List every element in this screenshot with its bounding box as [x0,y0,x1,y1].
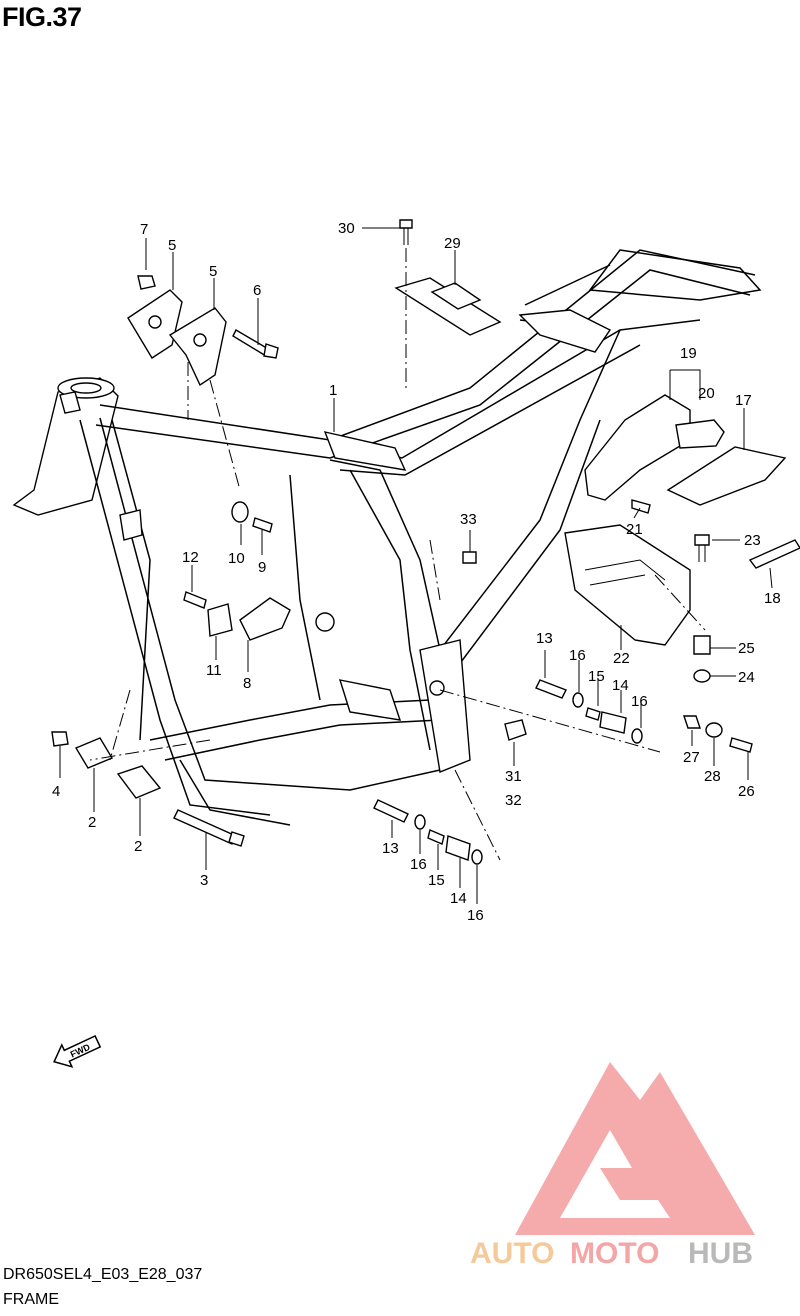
bracket-2a [74,737,114,769]
callout-22: 22 [613,650,630,667]
callout-11: 11 [206,662,222,679]
watermark-text-auto: AUTO [470,1237,554,1270]
spacer-15a [585,707,601,721]
washer-16b [631,728,643,744]
callout-4: 4 [52,783,60,800]
callout-27: 27 [683,749,700,766]
callout-23: 23 [744,532,761,549]
nut-7 [137,275,156,290]
callout-6: 6 [253,282,261,299]
callout-19: 19 [680,345,697,362]
steering-head-bore [70,382,102,394]
main-frame [12,249,762,826]
callout-31: 31 [505,768,522,785]
cap-31 [504,719,527,741]
mud-guard-19 [584,394,691,501]
callout-28: 28 [704,768,721,785]
callout-18: 18 [764,590,781,607]
chain-guard-22 [564,524,691,646]
screw-12 [183,591,207,609]
callout-labels: 7 5 5 6 30 29 1 19 20 17 21 23 18 33 10 … [52,220,781,924]
callout-15: 15 [428,872,445,889]
callout-5: 5 [209,263,217,280]
callout-33: 33 [460,511,477,528]
pivot-plate [419,639,471,773]
plate-17 [666,446,787,506]
forward-arrow-icon: FWD [53,1035,102,1068]
callout-2: 2 [88,814,96,831]
bolt-26 [729,737,753,753]
bolt-9 [252,517,273,533]
frame-gusset [323,431,407,471]
bracket-29 [394,277,502,336]
callout-14: 14 [450,890,467,907]
callout-24: 24 [738,669,755,686]
spacer-15b [427,829,445,845]
callout-9: 9 [258,559,266,576]
bush-14b [445,835,471,861]
callout-8: 8 [243,675,251,692]
engine-mount-bracket-5b [168,307,227,387]
pivot-hole [429,680,445,696]
figure-title: FIG.37 [2,2,82,32]
washer-16d [471,849,483,865]
callout-32: 32 [505,792,522,809]
callout-13: 13 [536,630,553,647]
callout-16: 16 [410,856,427,873]
watermark-triangle [515,1062,755,1235]
callout-3: 3 [200,872,208,889]
callout-5: 5 [168,237,176,254]
callout-14: 14 [612,677,629,694]
callout-20: 20 [698,385,715,402]
callout-2: 2 [134,838,142,855]
callout-21: 21 [626,521,643,538]
bolt-23 [694,534,710,546]
nut-4 [51,731,69,747]
callout-15: 15 [588,668,605,685]
bolt-13b [373,799,409,823]
rear-bridge-plate [518,309,612,353]
callout-26: 26 [738,783,755,800]
bolt-13a [535,679,567,699]
cushion-28 [705,722,723,738]
callout-13: 13 [382,840,399,857]
callout-12: 12 [182,549,199,566]
washer-16a [572,692,584,708]
screw-21 [631,499,651,514]
bracket-8 [239,597,291,641]
callout-29: 29 [444,235,461,252]
callout-10: 10 [228,550,245,567]
nut-24 [693,669,711,683]
clamp-11 [207,603,233,637]
callout-16: 16 [569,647,586,664]
cushion-25 [693,635,711,655]
callout-7: 7 [140,221,148,238]
nut-33 [462,551,477,564]
clip-27 [683,715,701,729]
diagram-code: DR650SEL4_E03_E28_037 [3,1266,203,1283]
watermark-text-hub: HUB [688,1237,753,1270]
callout-16: 16 [631,693,648,710]
callout-17: 17 [735,392,752,409]
callout-16: 16 [467,907,484,924]
bush-14a [599,711,627,734]
callout-25: 25 [738,640,755,657]
watermark-logo: AUTO MOTO HUB [470,1062,755,1270]
bolt-3 [173,809,237,845]
watermark-text-moto: MOTO [570,1237,659,1270]
seal-20 [675,419,725,449]
bolt-30 [399,219,413,229]
diagram-caption: FRAME [3,1291,59,1308]
pin-18 [748,539,800,569]
callout-1: 1 [329,382,337,399]
bracket-2b [116,765,162,799]
washer-16c [414,814,426,830]
spacer-10 [231,501,249,523]
callout-30: 30 [338,220,355,237]
